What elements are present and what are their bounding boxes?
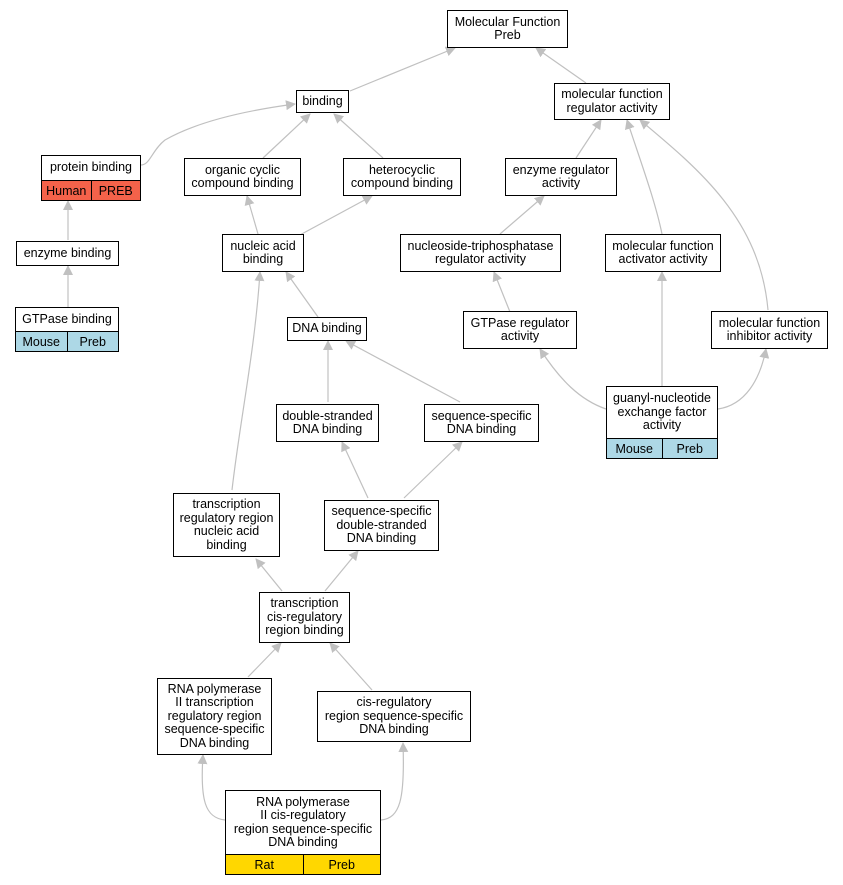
node-label: transcription cis-regulatory region bind… bbox=[265, 596, 344, 638]
node-binding[interactable]: binding bbox=[296, 90, 349, 113]
node-rnap-ii-cis-regulatory-region-ss-dna-binding[interactable]: RNA polymerase II cis-regulatory region … bbox=[225, 790, 381, 875]
edge-protein-binding-to-binding bbox=[140, 100, 296, 166]
node-label: DNA binding bbox=[292, 321, 362, 336]
node-label: GTPase binding bbox=[22, 311, 112, 326]
node-label: binding bbox=[302, 93, 343, 108]
species-gene-tags: Rat Preb bbox=[226, 854, 380, 874]
edge-mf-regulator-to-molecular-function bbox=[535, 47, 587, 84]
node-label: molecular function activator activity bbox=[612, 238, 714, 266]
node-mf-activator-activity[interactable]: molecular function activator activity bbox=[605, 234, 721, 272]
edge-organic-cyclic-to-binding bbox=[262, 113, 311, 159]
node-label: enzyme binding bbox=[23, 245, 112, 260]
node-protein-binding[interactable]: protein binding Human PREB bbox=[41, 155, 141, 201]
node-label: transcription regulatory region nucleic … bbox=[179, 497, 274, 552]
node-label: GTPase regulator activity bbox=[470, 315, 570, 343]
edge-mf-inhibitor-to-mf-regulator bbox=[639, 119, 769, 311]
node-label: Molecular Function Preb bbox=[454, 14, 561, 42]
node-label: nucleic acid binding bbox=[230, 238, 296, 266]
node-label: sequence-specific double-stranded DNA bi… bbox=[331, 504, 432, 546]
species-tag: Mouse bbox=[16, 332, 67, 351]
node-gtpase-binding[interactable]: GTPase binding Mouse Preb bbox=[15, 307, 119, 352]
node-organic-cyclic-compound-binding[interactable]: organic cyclic compound binding bbox=[184, 158, 301, 196]
node-transcription-cis-regulatory-region-binding[interactable]: transcription cis-regulatory region bind… bbox=[259, 592, 350, 643]
edge-guanyl-to-mf-inhibitor bbox=[717, 348, 770, 410]
species-tag: Human bbox=[42, 181, 91, 200]
edge-ntpase-regulator-to-enzyme-regulator bbox=[499, 195, 545, 235]
node-label: RNA polymerase II transcription regulato… bbox=[164, 681, 265, 750]
node-label: cis-regulatory region sequence-specific … bbox=[324, 695, 464, 737]
node-nucleic-acid-binding[interactable]: nucleic acid binding bbox=[222, 234, 304, 272]
edge-tr-region-na-to-nucleic-acid bbox=[231, 271, 265, 491]
node-mf-inhibitor-activity[interactable]: molecular function inhibitor activity bbox=[711, 311, 828, 349]
node-double-stranded-dna-binding[interactable]: double-stranded DNA binding bbox=[276, 404, 379, 442]
node-label: molecular function regulator activity bbox=[561, 87, 663, 115]
node-mf-regulator-activity[interactable]: molecular function regulator activity bbox=[554, 83, 670, 120]
node-sequence-specific-dna-binding[interactable]: sequence-specific DNA binding bbox=[424, 404, 539, 442]
edge-mf-activator-to-mf-regulator bbox=[625, 119, 663, 235]
species-gene-tags: Mouse Preb bbox=[607, 438, 717, 458]
edge-ss-ds-dna-to-ss-dna bbox=[403, 441, 463, 499]
species-gene-tags: Mouse Preb bbox=[16, 331, 118, 351]
gene-tag: Preb bbox=[66, 332, 118, 351]
gene-tag: PREB bbox=[90, 181, 140, 200]
node-molecular-function[interactable]: Molecular Function Preb bbox=[447, 10, 568, 48]
node-enzyme-binding[interactable]: enzyme binding bbox=[16, 241, 119, 266]
node-label: guanyl-nucleotide exchange factor activi… bbox=[613, 391, 711, 433]
edge-enzyme-regulator-to-mf-regulator bbox=[575, 119, 602, 159]
node-cis-regulatory-region-ss-dna-binding[interactable]: cis-regulatory region sequence-specific … bbox=[317, 691, 471, 742]
node-ntpase-regulator-activity[interactable]: nucleoside-triphosphatase regulator acti… bbox=[400, 234, 561, 272]
node-rnap-ii-transcription-regulatory-region-ss-dna-binding[interactable]: RNA polymerase II transcription regulato… bbox=[157, 678, 272, 755]
species-tag: Rat bbox=[226, 855, 303, 874]
node-label: molecular function inhibitor activity bbox=[718, 315, 821, 343]
node-guanyl-nucleotide-exchange-factor-activity[interactable]: guanyl-nucleotide exchange factor activi… bbox=[606, 386, 718, 459]
node-enzyme-regulator-activity[interactable]: enzyme regulator activity bbox=[505, 158, 617, 196]
edge-nucleic-acid-to-organic-cyclic bbox=[244, 195, 259, 235]
node-label: double-stranded DNA binding bbox=[282, 408, 373, 436]
species-tag: Mouse bbox=[607, 439, 662, 458]
gene-tag: Preb bbox=[661, 439, 717, 458]
edge-guanyl-to-gtpase-regulator bbox=[539, 348, 607, 410]
node-transcription-regulatory-region-na-binding[interactable]: transcription regulatory region nucleic … bbox=[173, 493, 280, 557]
node-label: enzyme regulator activity bbox=[512, 162, 610, 190]
node-label: heterocyclic compound binding bbox=[350, 162, 454, 190]
edge-heterocyclic-to-binding bbox=[333, 113, 384, 159]
edge-nucleic-acid-to-heterocyclic bbox=[297, 195, 373, 237]
node-ss-double-stranded-dna-binding[interactable]: sequence-specific double-stranded DNA bi… bbox=[324, 500, 439, 551]
edge-tr-cis-to-tr-region-na bbox=[255, 558, 283, 592]
node-label: RNA polymerase II cis-regulatory region … bbox=[233, 794, 373, 849]
edge-ss-dna-to-dna-binding bbox=[345, 340, 461, 403]
node-label: sequence-specific DNA binding bbox=[431, 408, 532, 436]
edge-gtpase-regulator-to-ntpase-regulator bbox=[492, 271, 511, 313]
edge-rnap-cis-to-cis-ss bbox=[380, 742, 409, 821]
gene-tag: Preb bbox=[302, 855, 380, 874]
node-label: organic cyclic compound binding bbox=[191, 162, 294, 190]
node-label: protein binding bbox=[49, 160, 132, 175]
edge-rnap-tr-to-tr-cis bbox=[247, 642, 282, 678]
node-label: nucleoside-triphosphatase regulator acti… bbox=[407, 238, 554, 266]
node-heterocyclic-compound-binding[interactable]: heterocyclic compound binding bbox=[343, 158, 461, 196]
node-dna-binding[interactable]: DNA binding bbox=[287, 317, 367, 341]
edge-tr-cis-to-ss-ds-dna bbox=[324, 550, 359, 592]
edge-rnap-cis-to-rnap-tr bbox=[197, 754, 226, 821]
edge-binding-to-molecular-function bbox=[349, 46, 456, 92]
species-gene-tags: Human PREB bbox=[42, 180, 140, 200]
node-gtpase-regulator-activity[interactable]: GTPase regulator activity bbox=[463, 311, 577, 349]
edge-cis-ss-to-tr-cis bbox=[329, 642, 373, 691]
edge-dna-binding-to-nucleic-acid bbox=[285, 271, 319, 318]
edge-ss-ds-dna-to-ds-dna bbox=[341, 441, 369, 499]
